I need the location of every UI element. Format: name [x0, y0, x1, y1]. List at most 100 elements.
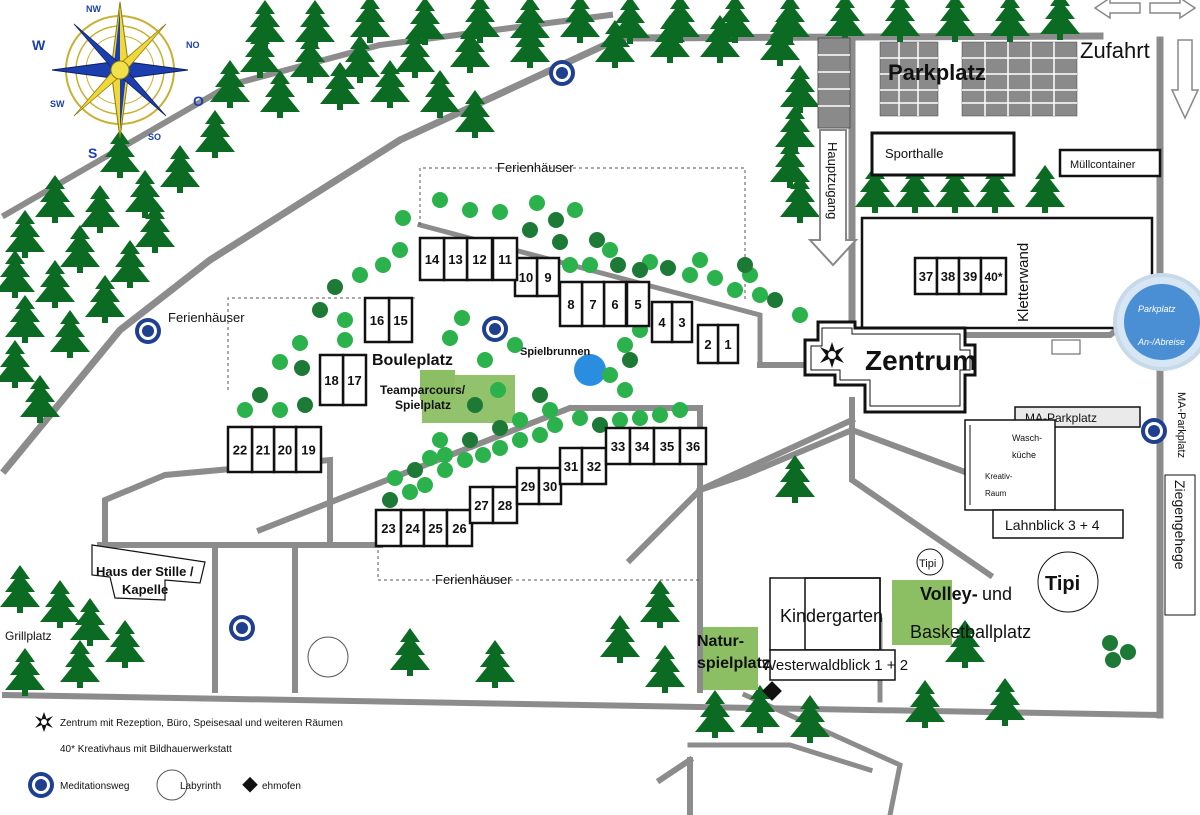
sporthalle-label: Sporthalle — [885, 146, 944, 161]
house-number: 25 — [428, 521, 442, 536]
grillplatz-label: Grillplatz — [5, 629, 52, 643]
house-16-box — [363, 296, 391, 344]
tipi-big — [1037, 551, 1099, 613]
bush-dot — [572, 410, 588, 426]
bush-dot — [589, 232, 605, 248]
house-number: 16 — [370, 313, 384, 328]
haus-der-stille: Haus der Stille / Kapelle — [91, 544, 206, 601]
bush-dot — [432, 432, 448, 448]
house-number: 37 — [919, 269, 933, 284]
ziegengehege: Ziegengehege — [1164, 474, 1196, 616]
house-number: 17 — [347, 373, 361, 388]
house-number: 34 — [635, 439, 650, 454]
bush-dot — [552, 234, 568, 250]
house-number: 28 — [498, 498, 512, 513]
bush-dot — [512, 432, 528, 448]
bush-dot — [272, 354, 288, 370]
house-number: 9 — [544, 270, 551, 285]
house-12-box — [465, 236, 494, 282]
kindergarten-building: Kindergarten Westerwaldblick 1 + 2 — [762, 577, 908, 681]
house-number: 31 — [564, 459, 578, 474]
legend-zentrum-text: Zentrum mit Rezeption, Büro, Speisesaal … — [60, 718, 343, 729]
kreativraum-label1: Kreativ- — [985, 472, 1013, 481]
haus-der-stille-label1: Haus der Stille / — [96, 564, 194, 579]
zentrum-star-icon — [820, 342, 844, 368]
house-number: 32 — [587, 459, 601, 474]
legend-lehmofen-icon — [242, 776, 258, 793]
parking-lot: Parkplatz — [817, 37, 1078, 129]
kindergarten-label: Kindergarten — [780, 606, 883, 626]
bouleplatz-label: Bouleplatz — [372, 352, 453, 369]
bush-dot — [1105, 652, 1121, 668]
house-number: 36 — [686, 439, 700, 454]
bush-dot — [467, 397, 483, 413]
bush-dot — [294, 360, 310, 376]
lahnblick-building: Lahnblick 3 + 4 — [992, 509, 1124, 539]
compass-rose: NW W NO O SW SO S — [32, 1, 204, 161]
bush-dot — [707, 270, 723, 286]
house-2-box — [696, 323, 720, 365]
house-number: 7 — [589, 297, 596, 312]
house-26-box — [445, 508, 474, 548]
house-number: 29 — [521, 479, 535, 494]
legend-kreativhaus-text: 40* Kreativhaus mit Bildhauerwerkstatt — [60, 744, 232, 755]
waschkueche-label2: küche — [1012, 450, 1036, 460]
waschkueche-building: Wasch- küche Kreativ- Raum — [964, 419, 1056, 511]
naturspielplatz-label2: spielplatz — [697, 655, 770, 672]
bush-dot — [337, 312, 353, 328]
bush-dot — [512, 412, 528, 428]
house-number: 1 — [724, 337, 731, 352]
meditation-icon — [1141, 418, 1167, 444]
house-30-box — [537, 466, 563, 506]
bush-dot — [252, 387, 268, 403]
compass-nw: NW — [86, 4, 101, 14]
bush-dot — [532, 427, 548, 443]
bush-dot — [382, 492, 398, 508]
waschkueche-label1: Wasch- — [1012, 433, 1042, 443]
house-number: 21 — [256, 443, 270, 458]
teamparcours-label2: Spielplatz — [395, 398, 451, 412]
house-number: 38 — [941, 269, 955, 284]
house-number: 27 — [474, 498, 488, 513]
meditation-icon — [229, 615, 255, 641]
bush-dot — [442, 330, 458, 346]
bush-dot — [567, 202, 583, 218]
meditation-icon — [549, 60, 575, 86]
bush-dot — [672, 402, 688, 418]
bush-dot — [752, 287, 768, 303]
bush-dot — [652, 407, 668, 423]
naturspielplatz: Natur- spielplatz — [697, 627, 770, 690]
bush-dot — [632, 262, 648, 278]
house-number: 4 — [658, 315, 666, 330]
compass-w: W — [32, 37, 46, 53]
bush-dot — [462, 202, 478, 218]
bush-dot — [492, 204, 508, 220]
house-number: 30 — [543, 479, 557, 494]
bush-dot — [582, 257, 598, 273]
bush-dot — [292, 335, 308, 351]
zufahrt-label: Zufahrt — [1080, 38, 1150, 63]
bush-dot — [622, 352, 638, 368]
house-number: 14 — [425, 252, 440, 267]
bush-dot — [392, 242, 408, 258]
bush-dot — [492, 420, 508, 436]
lehmofen-marker — [762, 681, 782, 701]
house-11-box — [491, 236, 519, 282]
house-40-box — [979, 256, 1008, 296]
house-number: 6 — [611, 297, 618, 312]
bush-dot — [475, 447, 491, 463]
house-number: 22 — [233, 443, 247, 458]
zentrum-building: Zentrum — [803, 320, 977, 414]
tipi-small-label: Tipi — [919, 558, 936, 570]
bush-dot — [727, 282, 743, 298]
lahnblick-label: Lahnblick 3 + 4 — [1005, 517, 1100, 533]
house-number: 3 — [678, 315, 685, 330]
bush-dot — [402, 484, 418, 500]
house-32-box — [580, 446, 608, 486]
bush-dot — [602, 367, 618, 383]
house-8-box — [558, 280, 584, 328]
zentrum-annex — [1051, 339, 1081, 355]
house-number: 19 — [301, 443, 315, 458]
